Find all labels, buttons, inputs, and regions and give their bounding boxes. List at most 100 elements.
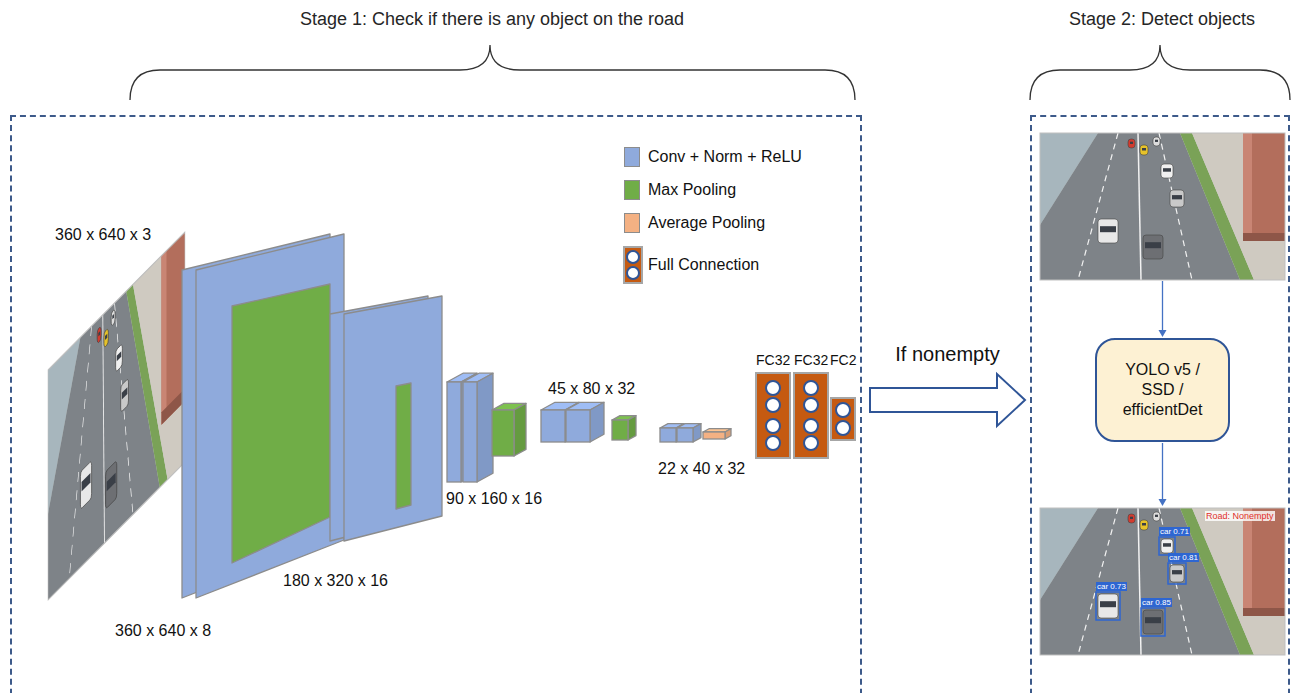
lane-line [1078,133,1118,280]
legend-text: Full Connection [648,255,759,274]
car [1098,219,1118,243]
car-window [105,334,107,340]
block-front [492,410,514,456]
car-window [1130,517,1133,519]
neuron [627,251,639,263]
lane-line [1138,133,1141,280]
car-window [82,473,91,491]
car-window [1172,570,1182,574]
car-window [1163,543,1171,547]
tower-light [161,251,166,425]
car-window [1155,515,1158,517]
legend-text: Conv + Norm + ReLU [648,147,802,166]
detection-box [1096,592,1120,620]
network [182,234,855,598]
tower [1243,508,1285,616]
block-arrow [870,374,1025,426]
max-pool-layer [232,284,330,563]
car-window [1155,140,1158,142]
car [111,309,115,327]
car [1140,145,1148,155]
arrow-head [1159,499,1167,506]
arrow-head [1159,330,1167,337]
photo-ground [48,232,185,600]
neuron [804,419,818,433]
photo-border [48,232,185,600]
tower-light [1243,508,1252,616]
car [1143,610,1163,634]
layer-name: FC32 [756,352,790,368]
block-side [628,416,636,440]
detector-box: YOLO v5 / SSD / efficientDet [1095,338,1230,442]
layer-name: FC2 [830,352,856,368]
brace [130,45,855,100]
detection-label: car 0.73 [1096,582,1127,591]
car [97,326,101,344]
detection-box [1141,608,1165,636]
block-front [703,432,725,439]
neuron [804,381,818,395]
car [116,344,123,373]
block-front [447,382,461,482]
photo-ground [1040,508,1285,655]
car-window [122,387,128,399]
lane-line [115,284,133,533]
neuron [804,398,818,412]
fc-layer [756,373,790,458]
max-pool-layer [492,403,526,456]
conv-layer [447,373,477,482]
neuron [836,421,850,435]
neuron [766,398,780,412]
car [1128,514,1135,523]
block-side [590,402,604,442]
stage-heading: Stage 2: Detect objects [1069,9,1255,31]
block-side [461,373,477,482]
stage-frame: Stage 1: Check if there is any object on… [10,115,862,693]
car-window [117,351,121,361]
legend-swatch [624,180,640,200]
input-image [48,232,185,600]
car-window [1142,523,1146,526]
dimension-label: 45 x 80 x 32 [548,380,635,398]
dimension-label: 360 x 640 x 8 [115,622,211,640]
max-pool-layer [612,416,636,440]
block-side [693,424,701,442]
output-photo [1040,508,1285,655]
dimension-label: 90 x 160 x 16 [446,490,542,508]
avg-pool-layer [703,429,731,439]
car [106,460,117,509]
neuron [766,381,780,395]
block-front [463,382,477,482]
dimension-label: 360 x 640 x 3 [55,226,151,244]
conv-layer [677,424,701,442]
road-status: Road: Nonempty [1205,511,1275,521]
dimension-label: 180 x 320 x 16 [283,572,388,590]
car-window [1130,142,1133,144]
car-window [112,314,114,319]
stage-heading: Stage 1: Check if there is any object on… [300,9,684,31]
conv-layer [463,373,493,482]
brace [1030,45,1290,100]
car [1153,512,1160,521]
legend-text: Max Pooling [648,180,736,199]
block-front [660,428,676,442]
sidewalk [133,232,185,514]
neuron [766,419,780,433]
tower-base [1243,608,1285,616]
detection-label: car 0.85 [1141,598,1172,607]
car [104,328,108,348]
block-side [725,429,731,439]
photo-border [1040,133,1285,280]
block-front [677,428,693,442]
flow-line [1162,281,1163,331]
neuron [804,436,818,450]
tower [1243,133,1285,241]
flow-line [1162,443,1163,500]
car-window [1100,601,1116,607]
block-side [514,403,526,456]
detection-label: car 0.71 [1159,527,1190,536]
max-pool-layer [396,383,411,509]
car-window [1145,242,1161,248]
car-window [1142,148,1146,151]
